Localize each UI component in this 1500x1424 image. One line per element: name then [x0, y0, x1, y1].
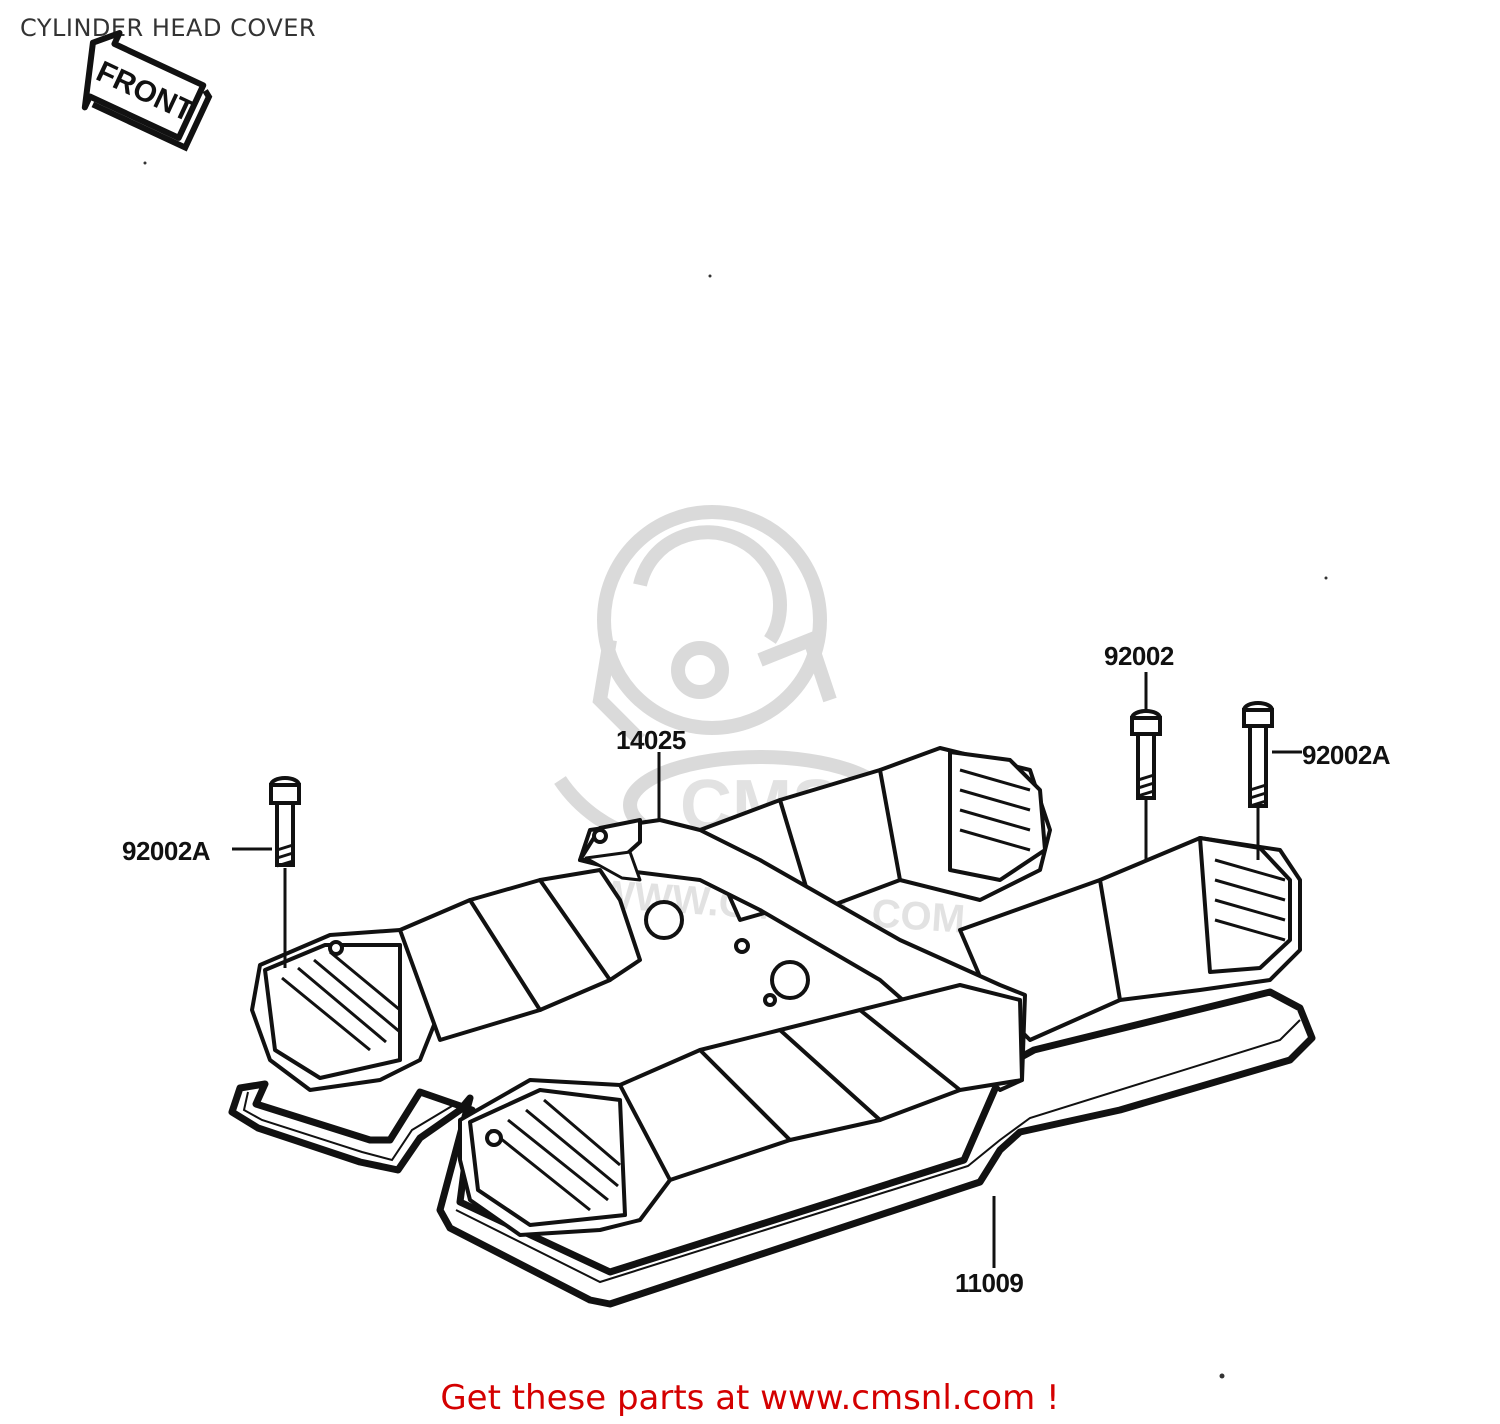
scan-specks: [143, 161, 1328, 1379]
part-label-92002a-left: 92002A: [122, 836, 211, 866]
bolt-92002a-left: [269, 776, 301, 968]
part-label-92002a-right: 92002A: [1302, 740, 1391, 770]
bolt-92002a-right: [1242, 701, 1274, 860]
part-label-11009: 11009: [955, 1268, 1024, 1298]
footer-link-text[interactable]: Get these parts at www.cmsnl.com !: [440, 1378, 1060, 1418]
part-label-14025: 14025: [616, 725, 686, 755]
leader-lines: [232, 750, 1302, 1268]
head-cover-14025: [250, 746, 1302, 1237]
front-arrow-badge: FRONT: [81, 30, 213, 152]
gasket-11009: [228, 988, 1316, 1308]
part-label-92002: 92002: [1104, 641, 1174, 671]
bolt-92002: [1130, 672, 1162, 860]
page-title: CYLINDER HEAD COVER: [20, 14, 317, 42]
